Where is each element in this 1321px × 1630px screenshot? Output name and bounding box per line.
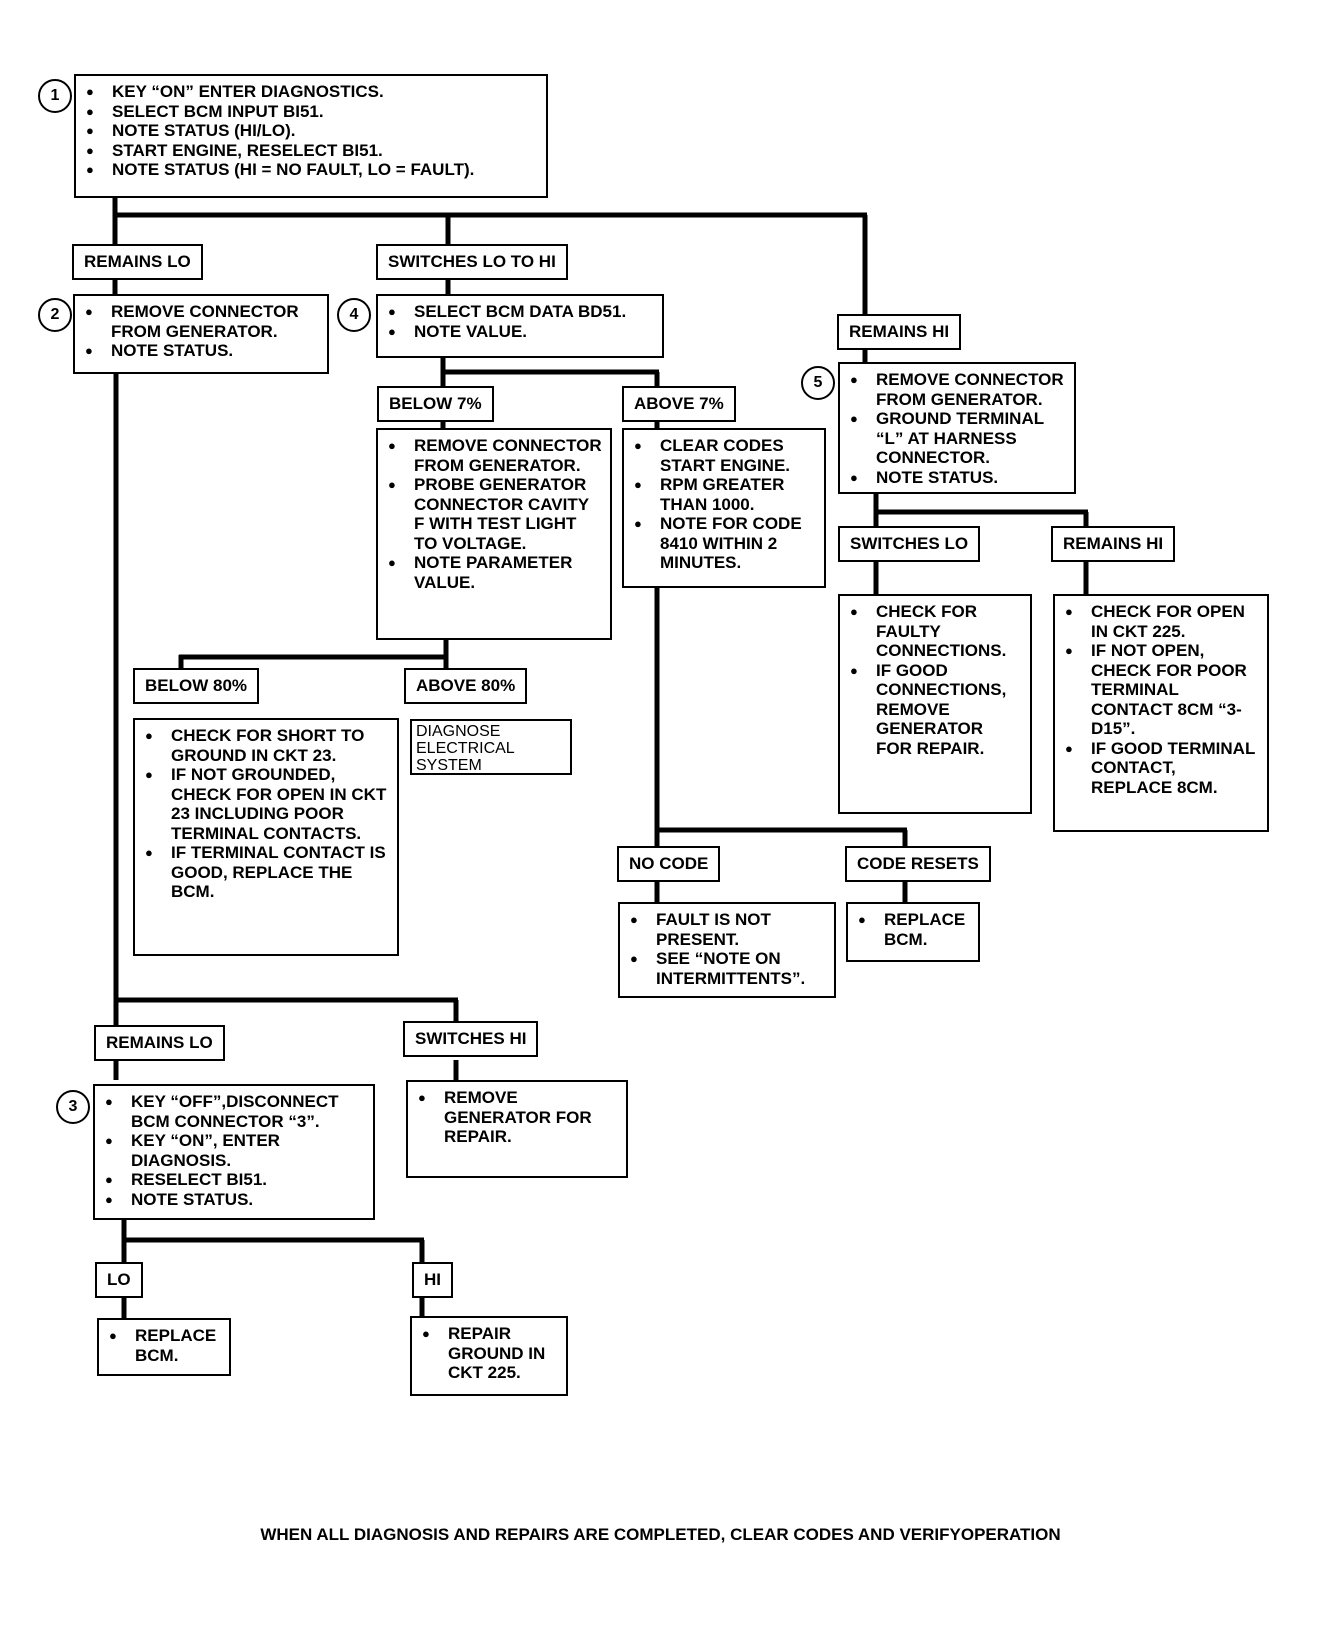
step-item: NOTE VALUE.: [386, 322, 654, 342]
step-item: REPAIR GROUND IN CKT 225.: [420, 1324, 558, 1383]
label-remains-hi: REMAINS HI: [837, 314, 962, 350]
label-above-7: ABOVE 7%: [622, 386, 736, 422]
step-item: START ENGINE, RESELECT BI51.: [84, 141, 538, 161]
step-list: CLEAR CODES START ENGINE.RPM GREATER THA…: [632, 436, 816, 573]
step-list: KEY “ON” ENTER DIAGNOSTICS.SELECT BCM IN…: [84, 82, 538, 180]
step-item: CHECK FOR OPEN IN CKT 225.: [1063, 602, 1259, 641]
lo-box: REPLACE BCM.: [97, 1318, 231, 1376]
switches-lo-box: CHECK FOR FAULTY CONNECTIONS.IF GOOD CON…: [838, 594, 1032, 814]
label-no-code: NO CODE: [617, 846, 721, 882]
label-code-resets: CODE RESETS: [845, 846, 991, 882]
step-item: SELECT BCM INPUT BI51.: [84, 102, 538, 122]
above-7-box: CLEAR CODES START ENGINE.RPM GREATER THA…: [622, 428, 826, 588]
step-number-3: 3: [56, 1090, 90, 1124]
label-switches-lo-to-hi: SWITCHES LO TO HI: [376, 244, 568, 280]
step-1-box: KEY “ON” ENTER DIAGNOSTICS.SELECT BCM IN…: [74, 74, 548, 198]
step-item: REMOVE GENERATOR FOR REPAIR.: [416, 1088, 618, 1147]
label-below-80: BELOW 80%: [133, 668, 260, 704]
step-item: IF NOT OPEN, CHECK FOR POOR TERMINAL CON…: [1063, 641, 1259, 739]
step-item: NOTE FOR CODE 8410 WITHIN 2 MINUTES.: [632, 514, 816, 573]
step-number-1: 1: [38, 79, 72, 113]
step-list: REMOVE CONNECTOR FROM GENERATOR.NOTE STA…: [83, 302, 319, 361]
step-item: IF TERMINAL CONTACT IS GOOD, REPLACE THE…: [143, 843, 389, 902]
label-lo: LO: [95, 1262, 143, 1298]
step-item: NOTE PARAMETER VALUE.: [386, 553, 602, 592]
step-item: GROUND TERMINAL “L” AT HARNESS CONNECTOR…: [848, 409, 1066, 468]
label-switches-hi: SWITCHES HI: [403, 1021, 539, 1057]
step-list: CHECK FOR OPEN IN CKT 225.IF NOT OPEN, C…: [1063, 602, 1259, 797]
step-item: SEE “NOTE ON INTERMITTENTS”.: [628, 949, 826, 988]
step-item: NOTE STATUS.: [103, 1190, 365, 1210]
step-item: NOTE STATUS (HI = NO FAULT, LO = FAULT).: [84, 160, 538, 180]
step-item: REPLACE BCM.: [856, 910, 970, 949]
step-item: NOTE STATUS.: [848, 468, 1066, 488]
label-above-80: ABOVE 80%: [404, 668, 528, 704]
label-remains-lo-2: REMAINS LO: [94, 1025, 225, 1061]
step-item: IF GOOD CONNECTIONS, REMOVE GENERATOR FO…: [848, 661, 1022, 759]
step-item: RPM GREATER THAN 1000.: [632, 475, 816, 514]
step-item: KEY “ON”, ENTER DIAGNOSIS.: [103, 1131, 365, 1170]
footer-instruction: WHEN ALL DIAGNOSIS AND REPAIRS ARE COMPL…: [260, 1525, 1061, 1544]
step-4-box: SELECT BCM DATA BD51.NOTE VALUE.: [376, 294, 664, 358]
step-list: REMOVE CONNECTOR FROM GENERATOR.PROBE GE…: [386, 436, 602, 592]
step-item: NOTE STATUS (HI/LO).: [84, 121, 538, 141]
step-number-4: 4: [337, 298, 371, 332]
step-item: KEY “OFF”,DISCONNECT BCM CONNECTOR “3”.: [103, 1092, 365, 1131]
step-item: KEY “ON” ENTER DIAGNOSTICS.: [84, 82, 538, 102]
step-item: REMOVE CONNECTOR FROM GENERATOR.: [83, 302, 319, 341]
step-item: CHECK FOR SHORT TO GROUND IN CKT 23.: [143, 726, 389, 765]
step-list: REPLACE BCM.: [856, 910, 970, 949]
step-list: KEY “OFF”,DISCONNECT BCM CONNECTOR “3”.K…: [103, 1092, 365, 1209]
diagnose-electrical-note: DIAGNOSE ELECTRICAL SYSTEM: [410, 719, 572, 775]
step-item: REMOVE CONNECTOR FROM GENERATOR.: [386, 436, 602, 475]
step-list: REPLACE BCM.: [107, 1326, 221, 1365]
code-resets-box: REPLACE BCM.: [846, 902, 980, 962]
step-item: RESELECT BI51.: [103, 1170, 365, 1190]
step-item: IF NOT GROUNDED, CHECK FOR OPEN IN CKT 2…: [143, 765, 389, 843]
label-hi: HI: [412, 1262, 453, 1298]
hi-box: REPAIR GROUND IN CKT 225.: [410, 1316, 568, 1396]
step-list: REMOVE GENERATOR FOR REPAIR.: [416, 1088, 618, 1147]
step-list: CHECK FOR FAULTY CONNECTIONS.IF GOOD CON…: [848, 602, 1022, 758]
step-list: REMOVE CONNECTOR FROM GENERATOR.GROUND T…: [848, 370, 1066, 487]
step-item: REPLACE BCM.: [107, 1326, 221, 1365]
switches-hi-box: REMOVE GENERATOR FOR REPAIR.: [406, 1080, 628, 1178]
remains-hi-box: CHECK FOR OPEN IN CKT 225.IF NOT OPEN, C…: [1053, 594, 1269, 832]
step-list: SELECT BCM DATA BD51.NOTE VALUE.: [386, 302, 654, 341]
step-item: CHECK FOR FAULTY CONNECTIONS.: [848, 602, 1022, 661]
step-item: CLEAR CODES START ENGINE.: [632, 436, 816, 475]
step-item: REMOVE CONNECTOR FROM GENERATOR.: [848, 370, 1066, 409]
step-number-5: 5: [801, 366, 835, 400]
step-number-2: 2: [38, 298, 72, 332]
step-item: SELECT BCM DATA BD51.: [386, 302, 654, 322]
label-switches-lo: SWITCHES LO: [838, 526, 981, 562]
step-item: FAULT IS NOT PRESENT.: [628, 910, 826, 949]
below-7-box: REMOVE CONNECTOR FROM GENERATOR.PROBE GE…: [376, 428, 612, 640]
step-3-box: KEY “OFF”,DISCONNECT BCM CONNECTOR “3”.K…: [93, 1084, 375, 1220]
step-list: CHECK FOR SHORT TO GROUND IN CKT 23.IF N…: [143, 726, 389, 902]
no-code-box: FAULT IS NOT PRESENT.SEE “NOTE ON INTERM…: [618, 902, 836, 998]
step-list: FAULT IS NOT PRESENT.SEE “NOTE ON INTERM…: [628, 910, 826, 988]
below-80-box: CHECK FOR SHORT TO GROUND IN CKT 23.IF N…: [133, 718, 399, 956]
step-item: IF GOOD TERMINAL CONTACT, REPLACE 8CM.: [1063, 739, 1259, 798]
step-item: NOTE STATUS.: [83, 341, 319, 361]
step-list: REPAIR GROUND IN CKT 225.: [420, 1324, 558, 1383]
label-remains-hi-5: REMAINS HI: [1051, 526, 1176, 562]
label-below-7: BELOW 7%: [377, 386, 494, 422]
step-5-box: REMOVE CONNECTOR FROM GENERATOR.GROUND T…: [838, 362, 1076, 494]
step-item: PROBE GENERATOR CONNECTOR CAVITY F WITH …: [386, 475, 602, 553]
label-remains-lo: REMAINS LO: [72, 244, 203, 280]
step-2-box: REMOVE CONNECTOR FROM GENERATOR.NOTE STA…: [73, 294, 329, 374]
